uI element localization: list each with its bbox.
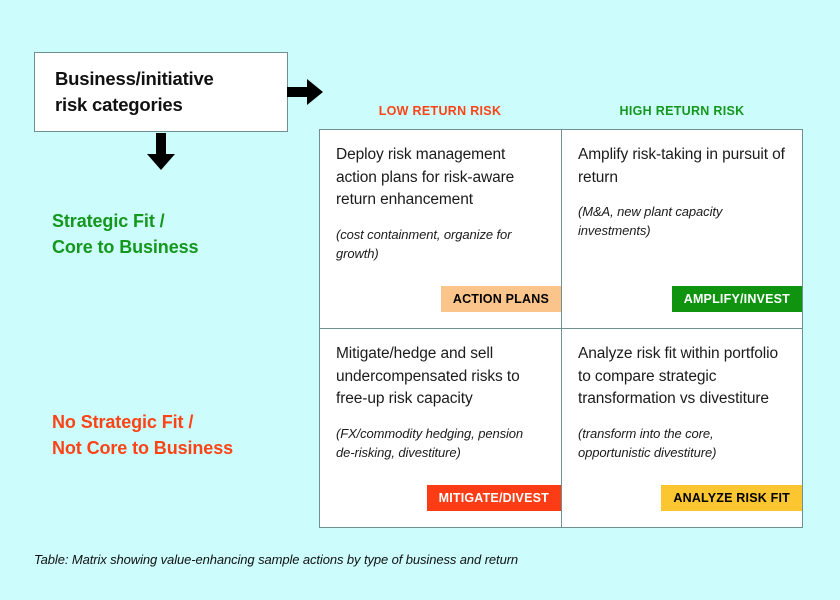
title-box: Business/initiative risk categories [34,52,288,132]
cell-main-text: Mitigate/hedge and sell undercompensated… [336,345,520,408]
page-title: Business/initiative risk categories [55,66,214,117]
risk-matrix: Deploy risk management action plans for … [319,129,803,528]
arrow-down-icon [147,133,175,170]
cell-main-text: Analyze risk fit within portfolio to com… [578,345,779,408]
column-header-high-return-risk: HIGH RETURN RISK [619,104,745,118]
cell-sub-text: (M&A, new plant capacity investments) [578,204,723,239]
row-label-strategic-fit-line2: Core to Business [52,236,199,257]
badge-mitigate-divest[interactable]: MITIGATE/DIVEST [426,485,561,511]
matrix-row-no-strategic-fit: Mitigate/hedge and sell undercompensated… [320,328,802,527]
table-caption: Table: Matrix showing value-enhancing sa… [34,552,519,567]
page-title-line1: Business/initiative [55,68,214,90]
cell-sub-text: (FX/commodity hedging, pension de-riskin… [336,425,524,460]
row-label-strategic-fit-line1: Strategic Fit / [52,211,165,231]
row-label-no-strategic-fit-line2: Not Core to Business [52,437,234,458]
row-label-strategic-fit: Strategic Fit / Core to Business [52,209,302,260]
cell-main-text: Amplify risk-taking in pursuit of return [578,146,785,186]
badge-action-plans[interactable]: ACTION PLANS [440,286,561,312]
matrix-cell-low-return-no-strategic-fit[interactable]: Mitigate/hedge and sell undercompensated… [320,329,561,527]
cell-sub-text: (transform into the core, opportunistic … [578,425,717,460]
matrix-row-strategic-fit: Deploy risk management action plans for … [320,130,802,328]
page-title-line2: risk categories [55,94,183,115]
column-header-low-return-risk: LOW RETURN RISK [378,104,502,118]
cell-main-text: Deploy risk management action plans for … [336,146,515,209]
matrix-cell-high-return-strategic-fit[interactable]: Amplify risk-taking in pursuit of return… [561,130,802,328]
badge-analyze-risk-fit[interactable]: ANALYZE RISK FIT [661,485,802,511]
row-label-no-strategic-fit: No Strategic Fit / Not Core to Business [52,410,302,461]
matrix-cell-low-return-strategic-fit[interactable]: Deploy risk management action plans for … [320,130,561,328]
badge-amplify-invest[interactable]: AMPLIFY/INVEST [671,286,802,312]
row-label-no-strategic-fit-line1: No Strategic Fit / [52,412,194,432]
arrow-right-icon [287,79,323,105]
cell-sub-text: (cost containment, organize for growth) [336,226,512,261]
matrix-cell-high-return-no-strategic-fit[interactable]: Analyze risk fit within portfolio to com… [561,329,802,527]
